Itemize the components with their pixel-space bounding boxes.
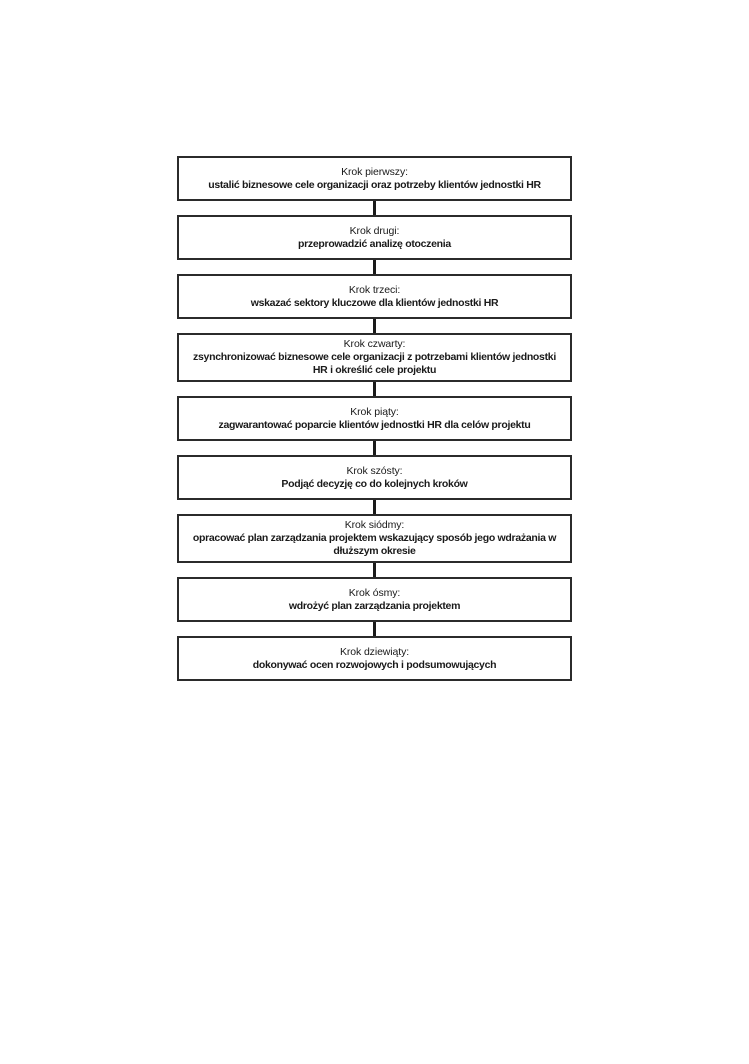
step-description: ustalić biznesowe cele organizacji oraz … [208, 178, 541, 191]
flow-step-4: Krok czwarty: zsynchronizować biznesowe … [177, 333, 572, 382]
step-description: zsynchronizować biznesowe cele organizac… [193, 351, 556, 376]
step-description: dokonywać ocen rozwojowych i podsumowują… [252, 658, 497, 671]
step-label: Krok dziewiąty: [339, 645, 410, 658]
step-description: zagwarantować poparcie klientów jednostk… [218, 418, 531, 431]
connector-line [373, 260, 376, 274]
step-label: Krok drugi: [349, 224, 400, 237]
flow-step-5: Krok piąty: zagwarantować poparcie klien… [177, 396, 572, 441]
step-label: Krok czwarty: [343, 338, 406, 350]
step-label: Krok trzeci: [348, 283, 401, 296]
step-label: Krok szósty: [346, 464, 403, 477]
connector-line [373, 563, 376, 577]
connector-line [373, 201, 376, 215]
flow-step-8: Krok ósmy: wdrożyć plan zarządzania proj… [177, 577, 572, 622]
flow-step-3: Krok trzeci: wskazać sektory kluczowe dl… [177, 274, 572, 319]
flow-step-2: Krok drugi: przeprowadzić analizę otocze… [177, 215, 572, 260]
step-description: wdrożyć plan zarządzania projektem [288, 599, 461, 612]
flow-step-7: Krok siódmy: opracować plan zarządzania … [177, 514, 572, 563]
step-label: Krok siódmy: [344, 519, 405, 531]
step-label: Krok pierwszy: [341, 165, 408, 178]
step-label: Krok ósmy: [348, 586, 401, 599]
step-description: opracować plan zarządzania projektem wsk… [192, 532, 557, 557]
flow-step-6: Krok szósty: Podjąć decyzję co do kolejn… [177, 455, 572, 500]
connector-line [373, 622, 376, 636]
connector-line [373, 382, 376, 396]
step-label: Krok piąty: [350, 405, 399, 418]
hr-steps-flowchart: Krok pierwszy: ustalić biznesowe cele or… [177, 156, 572, 681]
step-description: wskazać sektory kluczowe dla klientów je… [250, 296, 499, 309]
connector-line [373, 500, 376, 514]
step-description: przeprowadzić analizę otoczenia [298, 237, 451, 250]
connector-line [373, 319, 376, 333]
flow-step-9: Krok dziewiąty: dokonywać ocen rozwojowy… [177, 636, 572, 681]
connector-line [373, 441, 376, 455]
step-description: Podjąć decyzję co do kolejnych kroków [281, 477, 468, 490]
flow-step-1: Krok pierwszy: ustalić biznesowe cele or… [177, 156, 572, 201]
